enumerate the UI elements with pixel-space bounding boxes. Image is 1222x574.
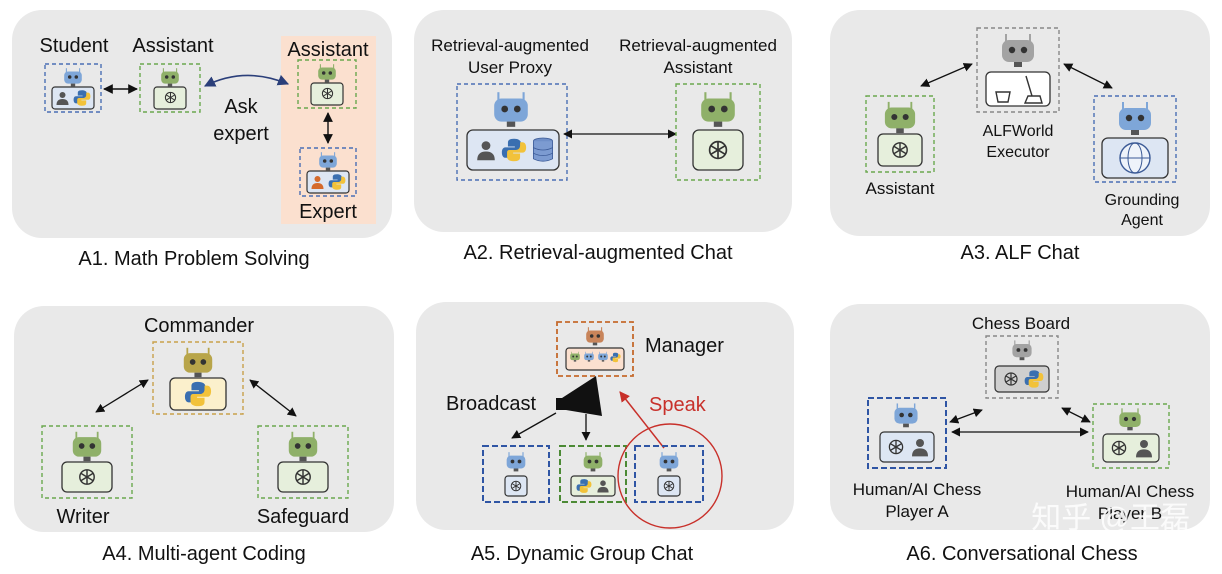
- student-agent: [44, 63, 102, 113]
- arrow-assistant-executor: [920, 63, 973, 87]
- grounding-label-line2: Agent: [1121, 212, 1163, 229]
- broadcast-label: Broadcast: [446, 393, 536, 415]
- player-b-agent: [1092, 403, 1170, 469]
- proxy-label-line1: Retrieval-augmented: [431, 36, 589, 55]
- alfworld-executor-agent: [976, 27, 1060, 113]
- panel-a6-background: [830, 304, 1210, 530]
- assist-label-line2: Assistant: [664, 58, 733, 77]
- panel-a5-background: [416, 302, 794, 530]
- panel-a3: ALFWorld Executor Assistant Grounding Ag…: [830, 10, 1210, 264]
- speaker-highlight-circle: [617, 423, 723, 529]
- player-a-label-line1: Human/AI Chess: [853, 480, 982, 499]
- chess-board-label: Chess Board: [972, 314, 1070, 333]
- caption-a3: A3. ALF Chat: [961, 242, 1080, 264]
- assistant2-agent: [297, 59, 357, 109]
- grounding-label-line1: Grounding: [1105, 192, 1180, 209]
- panel-a2: Retrieval-augmented User Proxy Retrieval…: [414, 10, 792, 264]
- alf-assistant-label: Assistant: [866, 179, 935, 198]
- panel-a2-background: [414, 10, 792, 232]
- caption-a2: A2. Retrieval-augmented Chat: [463, 242, 732, 264]
- safeguard-agent: [257, 425, 349, 499]
- group-agent-right: [634, 445, 704, 503]
- panel-a6: Chess Board Human/AI Chess Player A: [830, 304, 1210, 565]
- expert-agent: [299, 147, 357, 197]
- megaphone-icon: [556, 376, 602, 416]
- broom-icon: [1023, 75, 1043, 104]
- writer-label: Writer: [57, 506, 110, 528]
- player-b-label-line2: Player B: [1098, 504, 1162, 523]
- ask-label-line2: expert: [213, 123, 269, 145]
- player-a-label-line2: Player A: [885, 502, 949, 521]
- panel-a5: Manager Broadcast Speak: [416, 302, 794, 565]
- caption-a1: A1. Math Problem Solving: [78, 248, 309, 270]
- assistant2-label: Assistant: [287, 39, 369, 61]
- speak-label: Speak: [649, 394, 707, 416]
- arrow-board-playerB: [1061, 407, 1091, 423]
- assistant-agent: [139, 63, 201, 113]
- assist-label-line1: Retrieval-augmented: [619, 36, 777, 55]
- panel-a4: Commander Writer Safeguard A4. Multi-age…: [14, 306, 394, 565]
- student-label: Student: [40, 35, 109, 57]
- arrow-playerA-board: [949, 408, 983, 424]
- group-agent-left: [482, 445, 550, 503]
- alf-assistant-agent: [865, 95, 935, 173]
- assistant-label: Assistant: [132, 35, 214, 57]
- safeguard-label: Safeguard: [257, 506, 349, 528]
- watermark: 知乎 @王磊: [1031, 502, 1190, 535]
- retrieval-assistant-agent: [675, 83, 761, 181]
- arrow-broadcast-left: [511, 412, 557, 439]
- arrow-executor-grounding: [1063, 63, 1113, 89]
- panel-a1: Student Assistant Assistant Ask expert E…: [12, 10, 392, 270]
- player-a-agent: [867, 397, 947, 469]
- arrow-ask-expert: [203, 74, 290, 87]
- writer-agent: [41, 425, 133, 499]
- manager-label: Manager: [645, 335, 724, 357]
- expert-label: Expert: [299, 201, 357, 223]
- arrow-commander-safeguard: [249, 379, 297, 417]
- executor-label-line2: Executor: [986, 144, 1050, 161]
- caption-a6: A6. Conversational Chess: [906, 543, 1137, 565]
- database-icon: [532, 137, 554, 162]
- caption-a5: A5. Dynamic Group Chat: [471, 543, 694, 565]
- proxy-label-line2: User Proxy: [468, 58, 553, 77]
- chess-board-agent: [985, 335, 1059, 399]
- caption-a4: A4. Multi-agent Coding: [102, 543, 305, 565]
- arrow-commander-writer: [95, 379, 149, 413]
- manager-agent: [556, 321, 634, 377]
- arrow-speak: [619, 391, 665, 449]
- globe-icon: [1119, 142, 1151, 174]
- commander-label: Commander: [144, 315, 254, 337]
- panel-a4-background: [14, 306, 394, 532]
- player-b-label-line1: Human/AI Chess: [1066, 482, 1195, 501]
- executor-label-line1: ALFWorld: [983, 123, 1054, 140]
- grounding-agent: [1093, 95, 1177, 183]
- commander-agent: [152, 341, 244, 415]
- ask-label-line1: Ask: [224, 96, 258, 118]
- group-agent-middle: [559, 445, 627, 503]
- bucket-icon: [995, 91, 1011, 103]
